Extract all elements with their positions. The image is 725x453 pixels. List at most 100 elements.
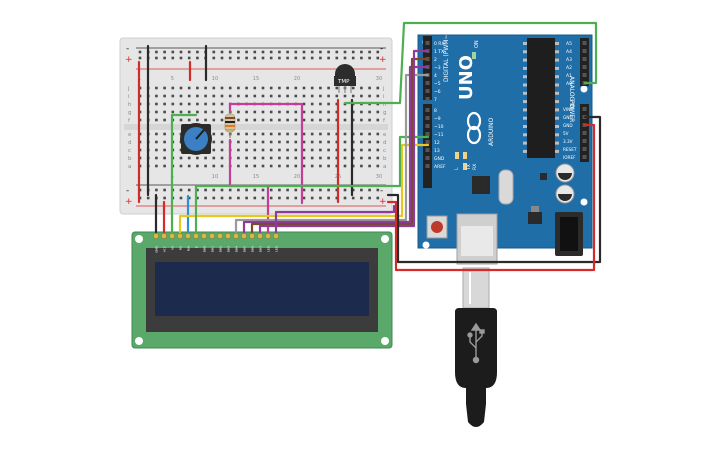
- terminal-hole: [327, 164, 330, 168]
- terminal-hole: [360, 110, 363, 114]
- terminal-hole: [253, 156, 257, 160]
- row-letter: c: [128, 148, 131, 154]
- terminal-hole: [294, 140, 298, 144]
- terminal-hole: [196, 110, 199, 114]
- rail-plus-sign-right: +: [379, 55, 387, 65]
- terminal-hole: [335, 102, 339, 106]
- row-letter: h: [128, 102, 132, 108]
- rail-hole: [179, 50, 183, 54]
- digital-pin: [425, 116, 430, 120]
- wire-purple-db5: [242, 65, 430, 234]
- terminal-hole: [286, 86, 289, 90]
- terminal-hole: [343, 140, 347, 144]
- terminal-hole: [237, 110, 240, 114]
- lcd-pin-label: E: [195, 246, 199, 248]
- rail-hole: [171, 56, 175, 60]
- chip-leg: [523, 66, 527, 70]
- rail-hole: [310, 188, 314, 192]
- reset-button[interactable]: [431, 221, 443, 233]
- terminal-hole: [204, 86, 207, 90]
- terminal-hole: [319, 110, 322, 114]
- analog-header: [580, 38, 589, 86]
- digital-header-label: DIGITAL (PWM~): [443, 32, 450, 82]
- lcd-pin: [177, 233, 183, 239]
- terminal-hole: [310, 156, 314, 160]
- rail-hole: [237, 56, 240, 60]
- terminal-hole: [253, 110, 257, 114]
- chip-leg: [555, 66, 559, 70]
- rail-hole: [163, 50, 166, 54]
- chip-legs: [523, 42, 559, 153]
- chip-leg: [523, 75, 527, 79]
- lcd-pin: [201, 233, 207, 239]
- lcd-pin: [273, 233, 279, 239]
- terminal-hole: [155, 110, 158, 114]
- rail-hole: [187, 50, 191, 54]
- terminal-hole: [368, 132, 371, 136]
- chip-leg: [555, 133, 559, 137]
- rail-hole: [327, 50, 330, 54]
- terminal-hole: [319, 102, 322, 106]
- digital-pin-label: 7: [434, 97, 437, 103]
- rail-hole: [237, 50, 240, 54]
- potentiometer[interactable]: [180, 123, 212, 155]
- rail-hole: [376, 50, 380, 54]
- terminal-hole: [302, 148, 306, 152]
- terminal-hole: [327, 148, 330, 152]
- terminal-hole: [376, 118, 380, 122]
- chip-leg: [523, 91, 527, 95]
- terminal-hole: [237, 140, 240, 144]
- terminal-hole: [187, 118, 191, 122]
- terminal-hole: [327, 132, 330, 136]
- digital-pin-label: GND: [434, 156, 445, 162]
- rail-hole: [319, 188, 322, 192]
- terminal-hole: [278, 140, 281, 144]
- terminal-hole: [179, 110, 183, 114]
- terminal-hole: [261, 148, 265, 152]
- terminal-hole: [163, 164, 166, 168]
- terminal-hole: [253, 86, 257, 90]
- lcd-pin-label: VCC: [163, 246, 167, 252]
- terminal-hole: [179, 156, 183, 160]
- terminal-hole: [360, 86, 363, 90]
- rail-hole: [343, 56, 347, 60]
- digital-pin: [425, 41, 430, 45]
- arduino-mount-hole: [580, 198, 588, 206]
- column-number: 5: [171, 76, 174, 82]
- digital-pin: [425, 108, 430, 112]
- power-pin-label: IOREF: [563, 155, 576, 160]
- row-letter: d: [128, 140, 132, 146]
- rail-hole: [376, 56, 380, 60]
- terminal-hole: [368, 94, 371, 98]
- terminal-hole: [212, 140, 216, 144]
- terminal-hole: [310, 140, 314, 144]
- rail-hole: [327, 56, 330, 60]
- terminal-hole: [319, 148, 322, 152]
- lcd-pin-label: GND: [155, 245, 159, 253]
- wire-green-pot: [170, 113, 198, 234]
- rail-hole: [253, 50, 257, 54]
- terminal-hole: [343, 164, 347, 168]
- terminal-hole: [360, 140, 363, 144]
- rail-hole: [319, 50, 322, 54]
- terminal-hole: [187, 110, 191, 114]
- lcd-pin-label: LED: [267, 245, 271, 252]
- lcd-pin: [185, 233, 191, 239]
- chip-leg: [523, 50, 527, 54]
- terminal-hole: [351, 164, 355, 168]
- lcd-pin-label: LED: [275, 245, 279, 252]
- lcd-pin-label: V0: [171, 246, 175, 250]
- terminal-hole: [319, 86, 322, 90]
- terminal-hole: [278, 94, 281, 98]
- terminal-hole: [319, 140, 322, 144]
- rail-hole: [220, 50, 224, 54]
- column-number: 15: [253, 76, 259, 82]
- terminal-hole: [335, 140, 339, 144]
- sensor-body-flat: [334, 76, 356, 86]
- rail-hole: [327, 188, 330, 192]
- terminal-hole: [155, 132, 158, 136]
- terminal-hole: [343, 118, 347, 122]
- terminal-hole: [155, 156, 158, 160]
- terminal-hole: [343, 110, 347, 114]
